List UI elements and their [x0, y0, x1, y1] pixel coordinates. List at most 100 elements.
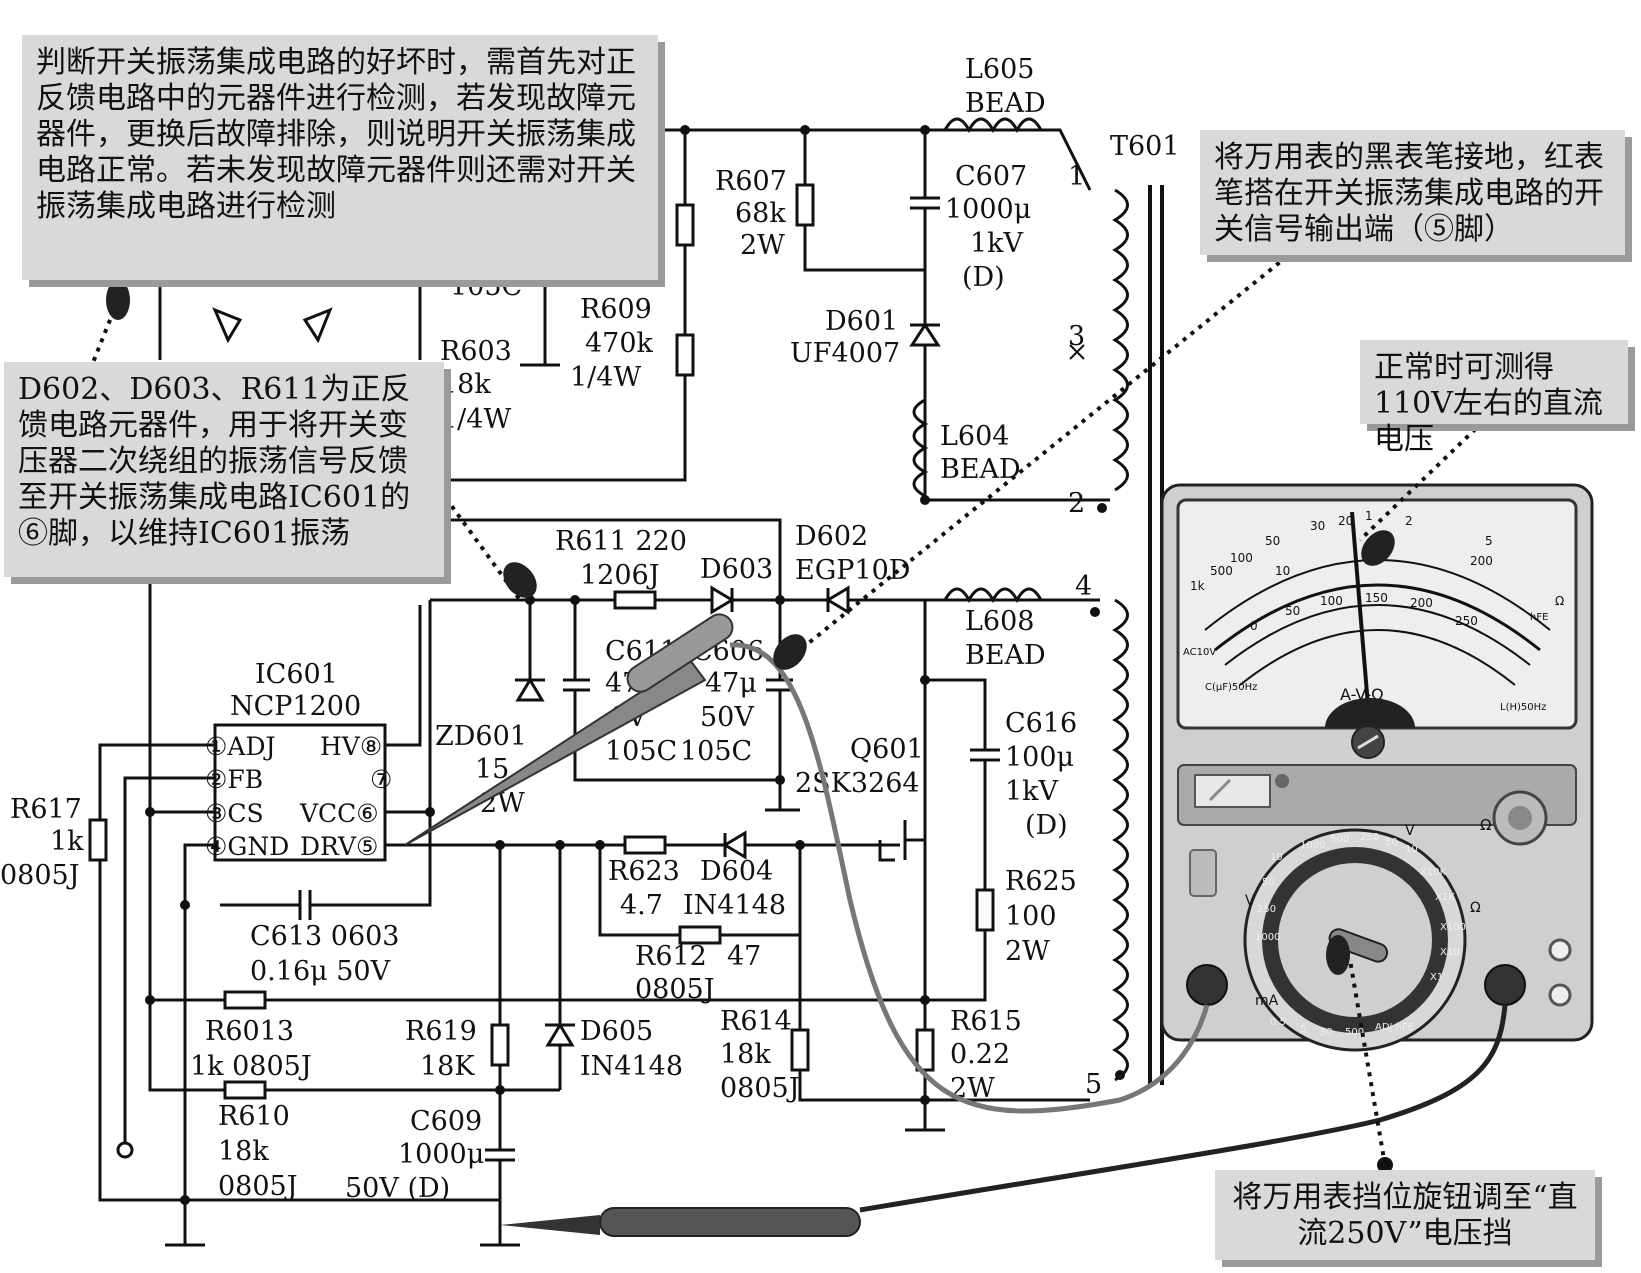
- l608-type: BEAD: [965, 640, 1046, 671]
- r607-value: 68k: [735, 198, 786, 229]
- capacitors: [298, 196, 1000, 1162]
- dial-adj-hfe: ADJ hFE: [1375, 1022, 1414, 1033]
- c613-value: 0.16μ 50V: [250, 956, 391, 987]
- r603-value: 18k: [440, 369, 491, 400]
- ic601-name: IC601: [255, 659, 338, 690]
- multimeter: 10 20 30 50 100 200 500 1k 5 2 1 Ω 0 50 …: [1160, 483, 1594, 1052]
- d601-name: D601: [825, 306, 898, 337]
- d603-name: D603: [700, 554, 773, 585]
- zd601-name: ZD601: [435, 721, 527, 752]
- r612-value: 47: [727, 941, 761, 972]
- scale-dc-200: 200: [1410, 596, 1433, 610]
- dial-acv-label: V: [1245, 893, 1255, 909]
- dial-5: 5: [1300, 1024, 1306, 1035]
- r625-value: 100: [1005, 901, 1057, 932]
- component-labels: L605 BEAD R607 68k 2W C607 1000μ 1kV (D)…: [0, 54, 1077, 1204]
- r625-name: R625: [1005, 866, 1077, 897]
- t601-label: T601: [1110, 131, 1180, 162]
- l604-type: BEAD: [940, 454, 1021, 485]
- ic601: IC601 NCP1200 ①ADJ ②FB ③CS ④GND HV⑧ ⑦ VC…: [205, 659, 392, 862]
- pointing-hands: [106, 280, 1395, 975]
- note-judgement: 判断开关振荡集成电路的好坏时，需首先对正反馈电路中的元器件进行检测，若发现故障元…: [22, 35, 658, 280]
- t601-pin-5: 5: [1085, 1069, 1102, 1100]
- test-point: [116, 1141, 134, 1159]
- note-reading: 正常时可测得110V左右的直流电压: [1360, 340, 1628, 457]
- t601-pin-3: 3: [1068, 321, 1085, 352]
- r614-name: R614: [720, 1006, 792, 1037]
- scale-ohm-10: 10: [1275, 564, 1290, 578]
- c616-type: (D): [1025, 810, 1068, 841]
- ic-pin-1: ①ADJ: [205, 732, 276, 761]
- c606-value: 47μ: [705, 668, 757, 699]
- range-pointer[interactable]: [1327, 927, 1390, 964]
- scale-ind-label: L(H)50Hz: [1500, 702, 1546, 713]
- scale-ohm-1k: 1k: [1190, 579, 1205, 593]
- d604-part: IN4148: [683, 890, 786, 921]
- ic-pin-6: VCC⑥: [299, 799, 379, 828]
- dial-x1: X1: [1430, 972, 1443, 983]
- r623-value: 4.7: [620, 890, 663, 921]
- probe-leads: [729, 642, 1508, 1213]
- dial-dcv-label: V: [1405, 823, 1415, 839]
- dial-250: 250: [1360, 832, 1379, 843]
- r619-name: R619: [405, 1016, 477, 1047]
- r623-name: R623: [608, 856, 680, 887]
- t601-pin-2: 2: [1068, 488, 1085, 519]
- q601-name: Q601: [850, 734, 924, 765]
- dial-0.5: 0.5: [1270, 1017, 1286, 1028]
- dial-v-250: 250: [1257, 904, 1276, 915]
- l604-name: L604: [940, 421, 1009, 452]
- ic-pin-8: HV⑧: [320, 732, 382, 761]
- r603-power: 1/4W: [440, 404, 511, 435]
- r614-package: 0805J: [720, 1073, 800, 1104]
- r610-package: 0805J: [218, 1171, 298, 1202]
- c616-name: C616: [1005, 708, 1077, 739]
- dial-x1k: X1K: [1435, 892, 1455, 903]
- resistors: [88, 183, 995, 1100]
- c607-type: (D): [962, 262, 1005, 293]
- note-feedback: D602、D603、R611为正反馈电路元器件，用于将开关变压器二次绕组的振荡信…: [4, 362, 444, 577]
- c607-voltage: 1kV: [970, 228, 1024, 259]
- note-knob: 将万用表挡位旋钮调至“直流250V”电压挡: [1215, 1170, 1595, 1260]
- r611-name: R611 220: [555, 526, 687, 557]
- r617-value: 1k: [50, 826, 84, 857]
- red-probe: [404, 613, 734, 846]
- com-jack[interactable]: [1186, 964, 1228, 1006]
- r609-name: R609: [580, 294, 652, 325]
- r617-package: 0805J: [0, 860, 80, 891]
- junction-dots: [145, 125, 930, 1205]
- dial-500: 500: [1330, 834, 1349, 845]
- ic601-part: NCP1200: [230, 691, 361, 722]
- t601-pin-4: 4: [1075, 571, 1092, 602]
- d602-part: EGP10D: [795, 555, 910, 586]
- scale-ohm-500: 500: [1210, 564, 1233, 578]
- r609-value: 470k: [585, 328, 654, 359]
- d601-part: UF4007: [790, 338, 900, 369]
- r614-value: 18k: [720, 1039, 771, 1070]
- dial-x10k: X10K: [1420, 867, 1447, 878]
- d605-part: IN4148: [580, 1051, 683, 1082]
- d604-name: D604: [700, 856, 773, 887]
- ohm-adjust-symbol: Ω: [1480, 816, 1491, 834]
- inductors: [912, 117, 1043, 604]
- ground-symbols: [165, 363, 945, 1247]
- c616-value: 100μ: [1005, 742, 1074, 773]
- ic-pin-2: ②FB: [205, 765, 263, 794]
- ic-pin-3: ③CS: [205, 799, 264, 828]
- scale-ohm-200: 200: [1470, 554, 1493, 568]
- dial-v-50: 50: [1262, 877, 1275, 888]
- scale-ohm-100: 100: [1230, 551, 1253, 565]
- d602-name: D602: [795, 521, 868, 552]
- volt-jack[interactable]: [1484, 964, 1526, 1006]
- scale-cap-label: C(μF)50Hz: [1205, 682, 1257, 693]
- r610-name: R610: [218, 1101, 290, 1132]
- d605-name: D605: [580, 1016, 653, 1047]
- scale-dc-150: 150: [1365, 591, 1388, 605]
- q601-part: 2SK3264: [795, 768, 920, 799]
- scale-hfe-label: hFE: [1530, 612, 1548, 623]
- dial-50: 50: [1385, 837, 1398, 848]
- c606-voltage: 50V: [700, 702, 754, 733]
- dial-500ma: 500: [1345, 1027, 1364, 1038]
- note-probe: 将万用表的黑表笔接地，红表笔搭在开关振荡集成电路的开关信号输出端（⑤脚）: [1200, 130, 1625, 255]
- dial-x100: X100: [1440, 922, 1466, 933]
